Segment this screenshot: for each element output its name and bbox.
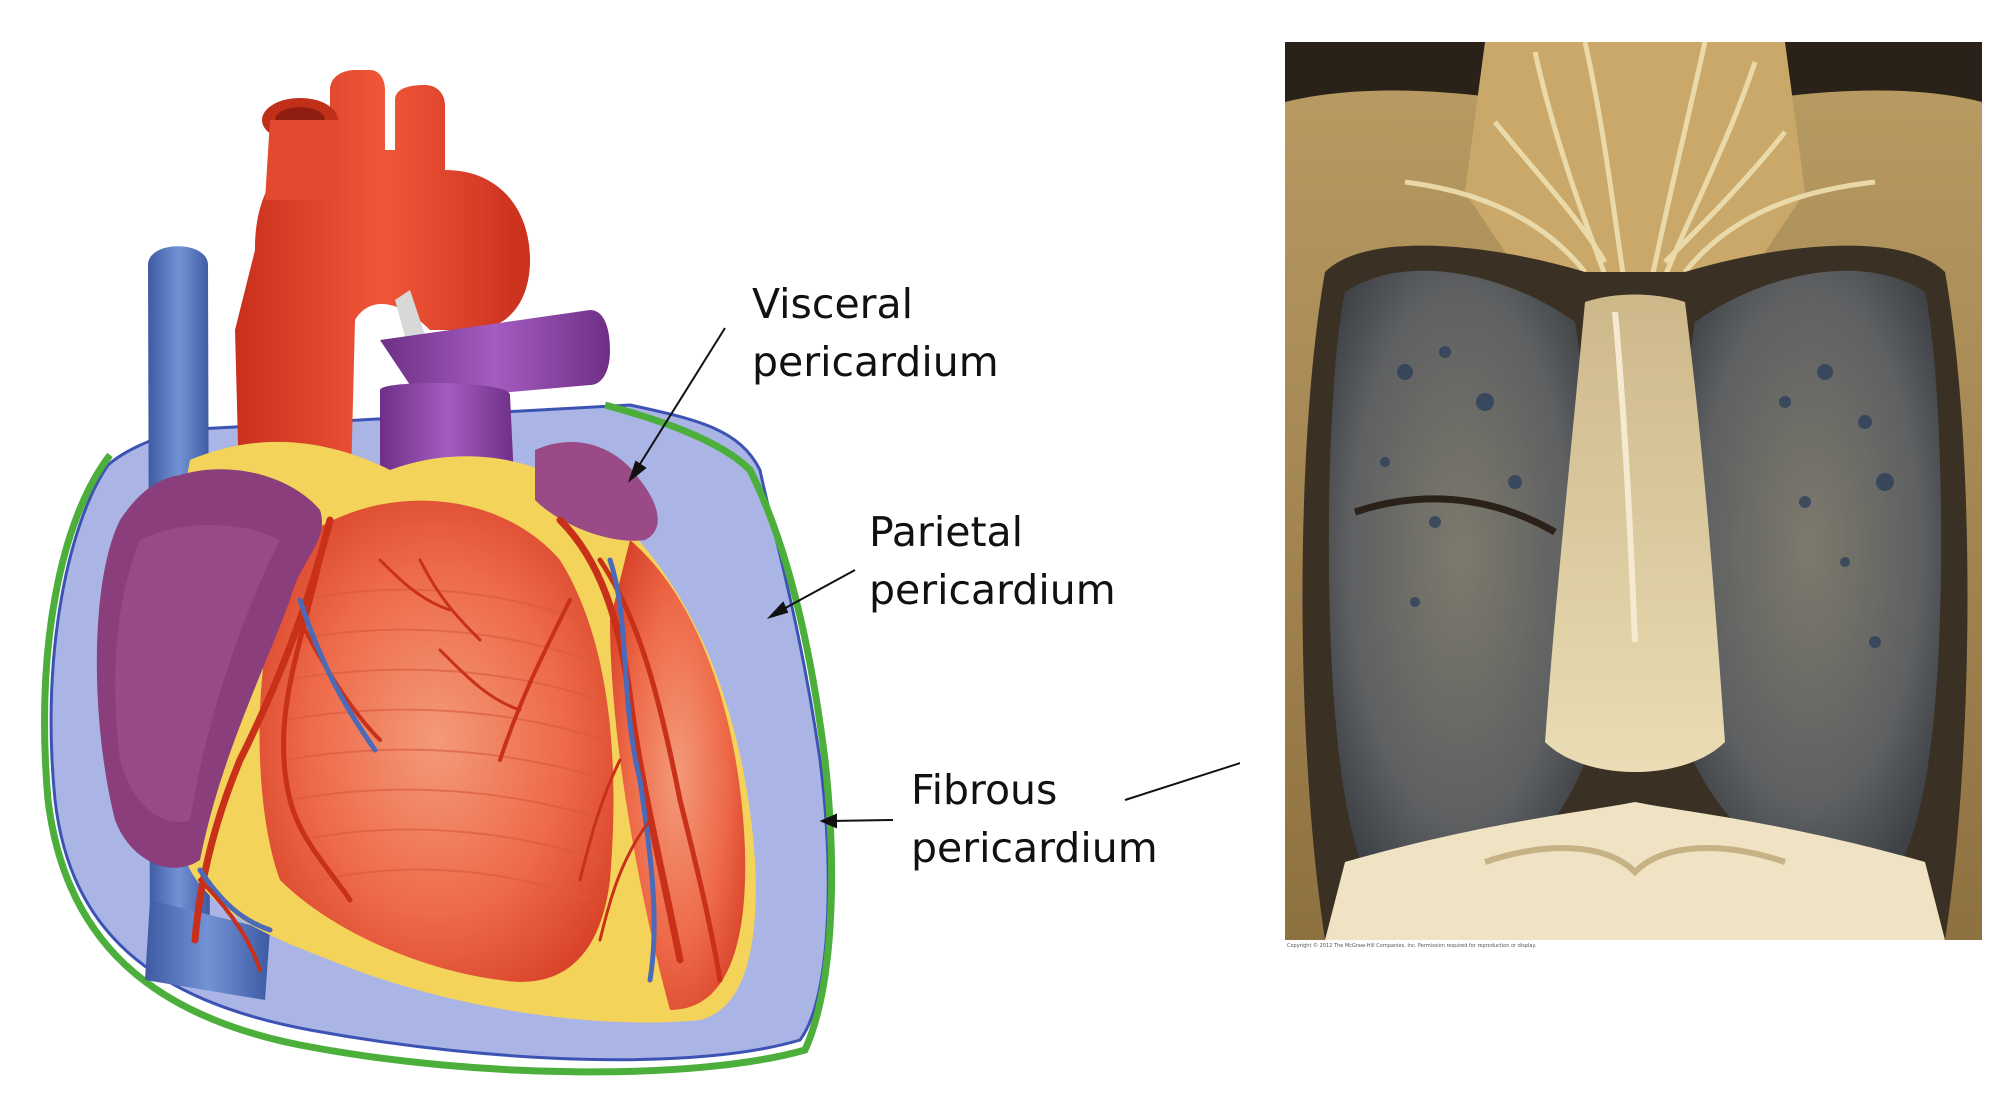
label-visceral-pericardium: Visceral pericardium [752,275,999,391]
label-fibrous-pericardium: Fibrous pericardium [911,761,1158,877]
left-lung [1328,270,1592,904]
label-fibrous-line2: pericardium [911,824,1158,872]
pulmonary-artery [380,310,610,400]
right-lung [1678,270,1942,884]
photo-caption: Copyright © 2012 The McGraw-Hill Compani… [1287,943,1537,949]
coronary-vessels [191,516,723,983]
label-visceral-line1: Visceral [752,280,914,328]
label-parietal-line2: pericardium [869,566,1116,614]
label-fibrous-line1: Fibrous [911,766,1058,814]
label-parietal-line1: Parietal [869,508,1024,556]
cadaver-thorax-photo [1285,42,1982,940]
heart-illustration [41,70,1240,1076]
label-arrows [627,327,1240,829]
fibrous-pericardium-outline [41,401,836,1076]
label-visceral-line2: pericardium [752,338,999,386]
right-ventricle [259,500,614,982]
left-atrial-appendage [535,441,658,541]
label-parietal-pericardium: Parietal pericardium [869,503,1116,619]
mediastinum [1545,294,1725,772]
